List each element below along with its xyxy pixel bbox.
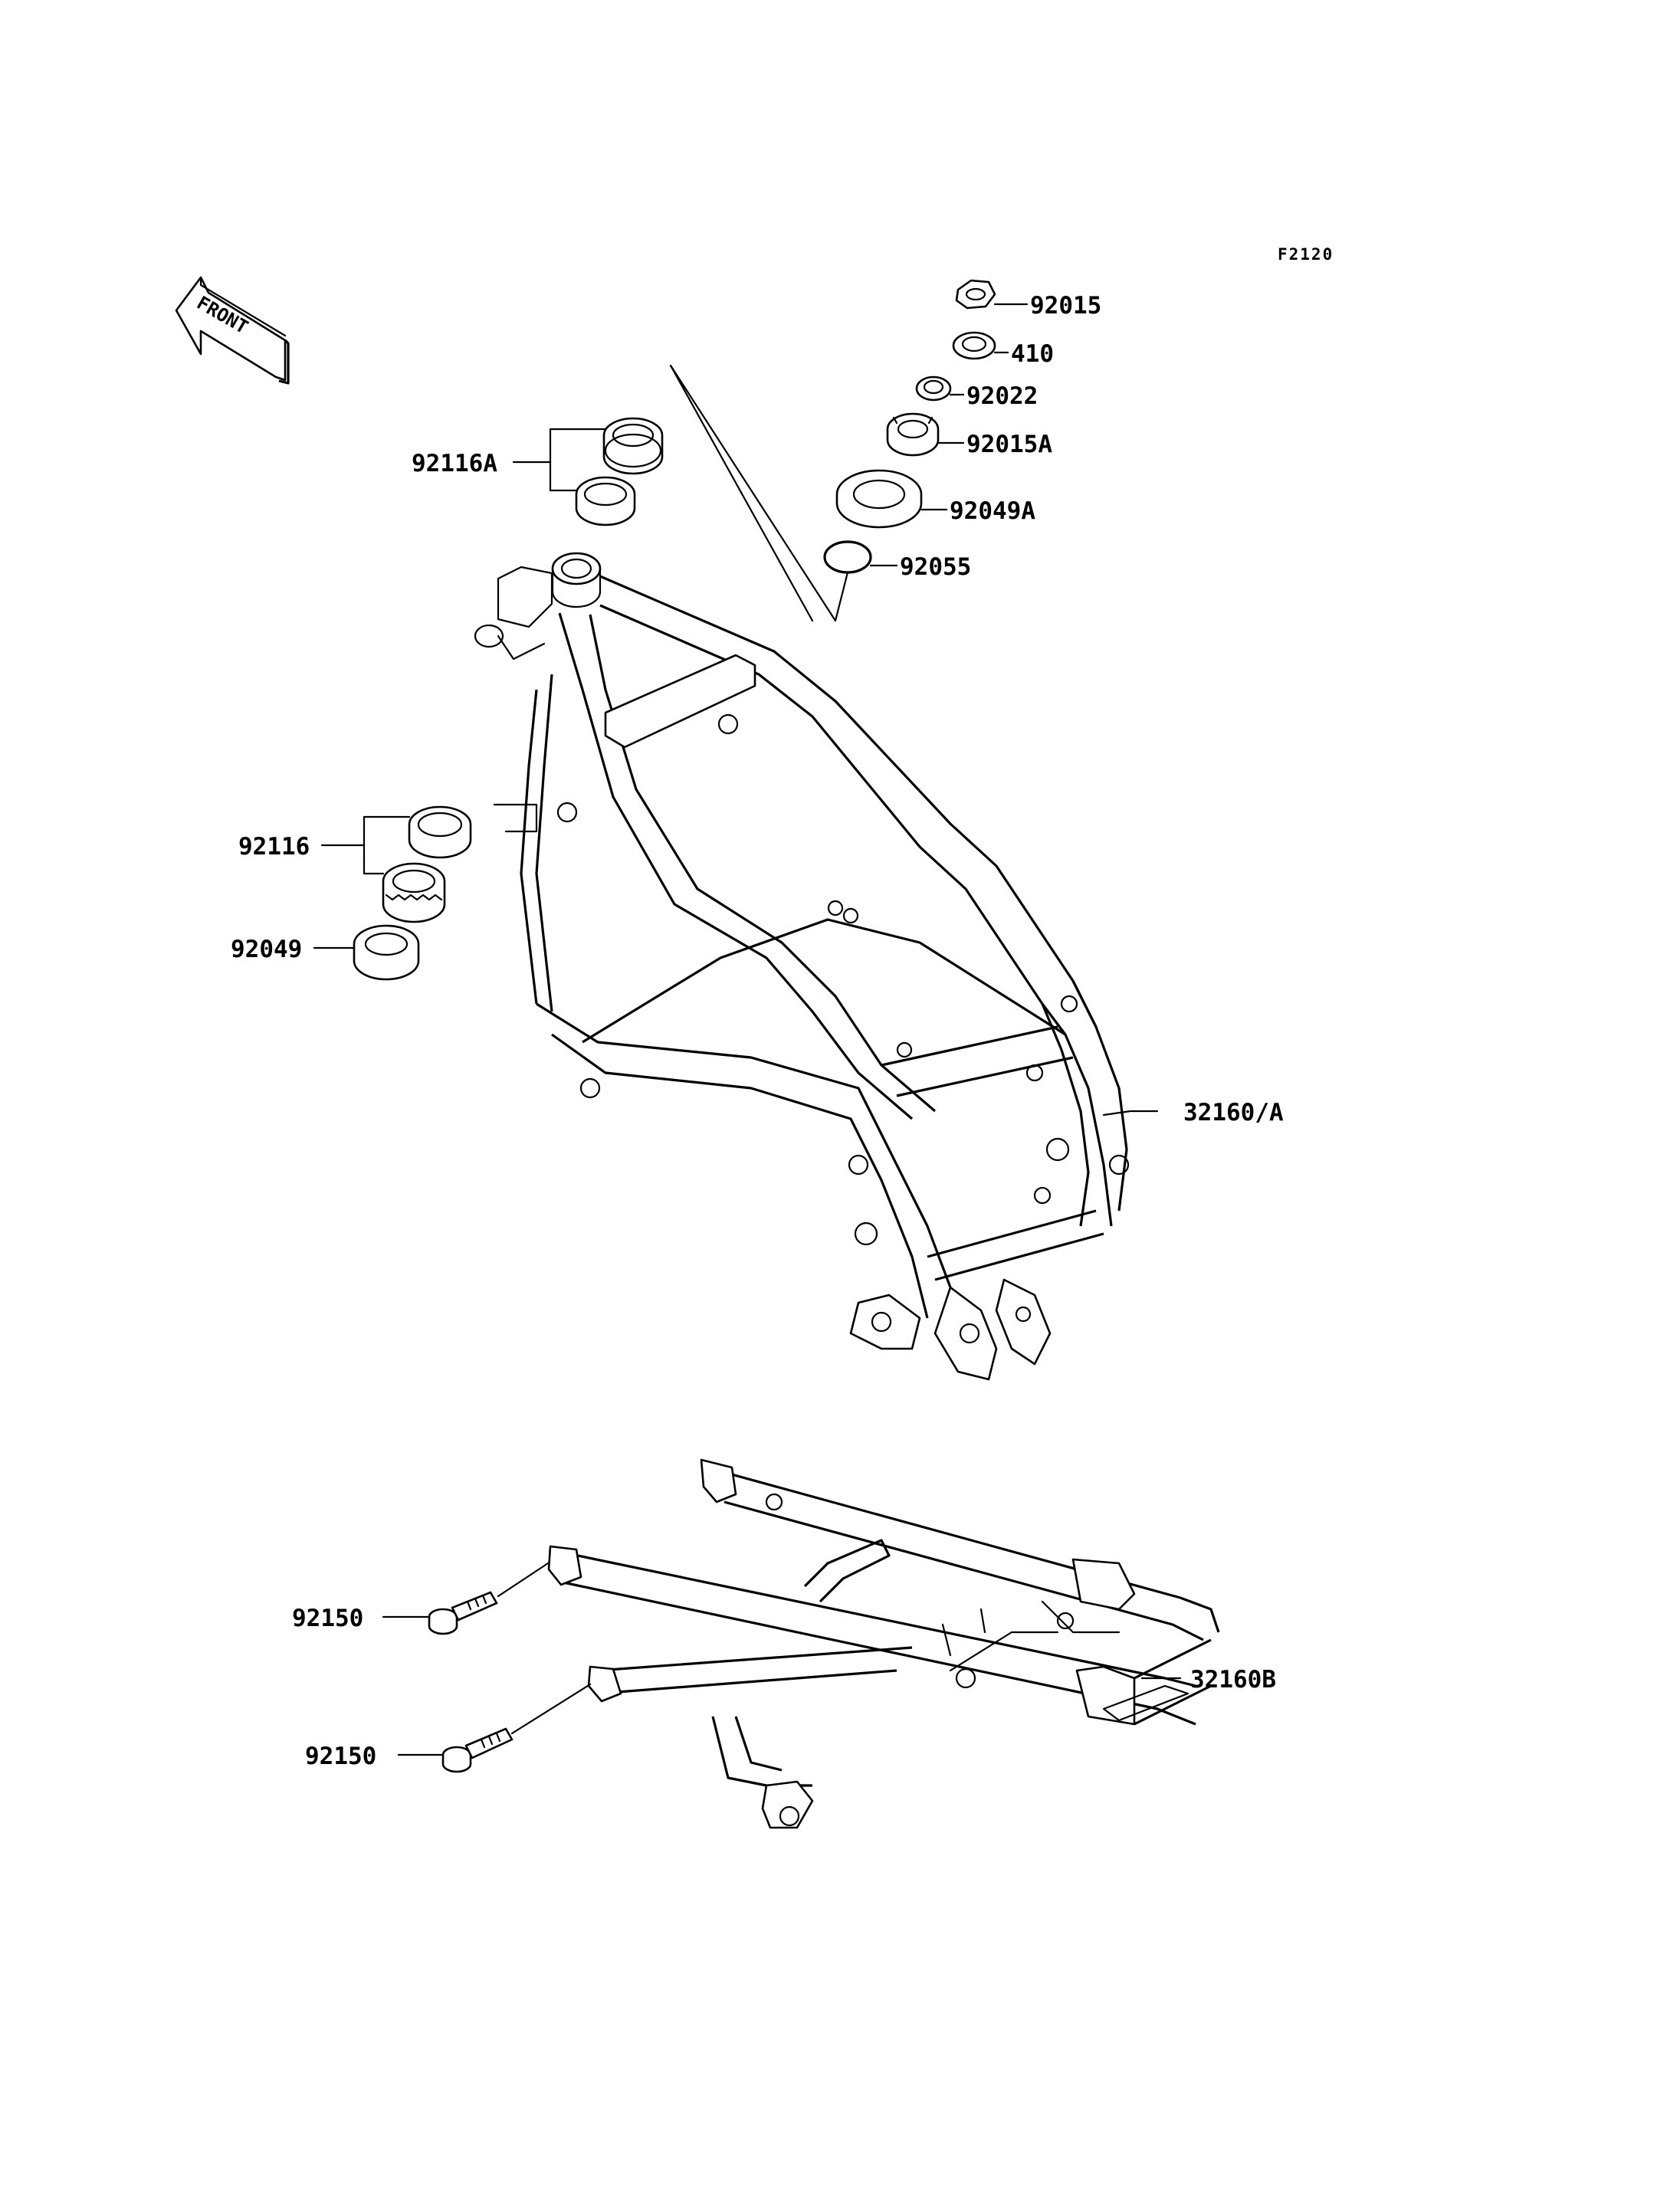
lock-washer-92022-icon xyxy=(915,375,952,402)
callout-92150-lower: 92150 xyxy=(305,1743,376,1770)
callout-92150-upper: 92150 xyxy=(292,1605,363,1632)
bolt-92150-upper-icon xyxy=(428,1591,498,1635)
sub-frame-32160b xyxy=(547,1458,1220,1829)
bearing-race-92116-icon xyxy=(408,805,472,859)
main-frame-32160a xyxy=(474,552,1130,1381)
callout-92015: 92015 xyxy=(1030,292,1101,320)
washer-410-icon xyxy=(952,331,996,360)
bearing-race-92116a-lower-icon xyxy=(575,476,636,526)
seal-92049-icon xyxy=(353,924,420,981)
nut-92015-icon xyxy=(955,279,996,310)
callout-32160b: 32160B xyxy=(1190,1666,1276,1694)
callout-92015a: 92015A xyxy=(966,431,1052,458)
callout-410: 410 xyxy=(1011,340,1054,368)
callout-92049a: 92049A xyxy=(950,497,1035,525)
seal-92049a-icon xyxy=(835,469,923,529)
bolt-92150-lower-icon xyxy=(441,1727,514,1773)
diagram-code: F2120 xyxy=(1278,245,1334,264)
nut-92015a-icon xyxy=(886,412,940,457)
front-arrow-icon: FRONT xyxy=(175,276,290,385)
o-ring-92055-icon xyxy=(823,540,872,574)
callout-92049: 92049 xyxy=(231,936,302,963)
callout-92116a: 92116A xyxy=(412,450,497,477)
leader-lines xyxy=(313,303,1182,1756)
bearing-92116a-upper-icon xyxy=(602,417,664,475)
callout-92116: 92116 xyxy=(238,833,310,861)
callout-92022: 92022 xyxy=(966,382,1038,410)
callout-92055: 92055 xyxy=(900,553,971,581)
callout-32160a: 32160/A xyxy=(1183,1099,1284,1126)
bearing-92116-roller-icon xyxy=(382,862,446,923)
